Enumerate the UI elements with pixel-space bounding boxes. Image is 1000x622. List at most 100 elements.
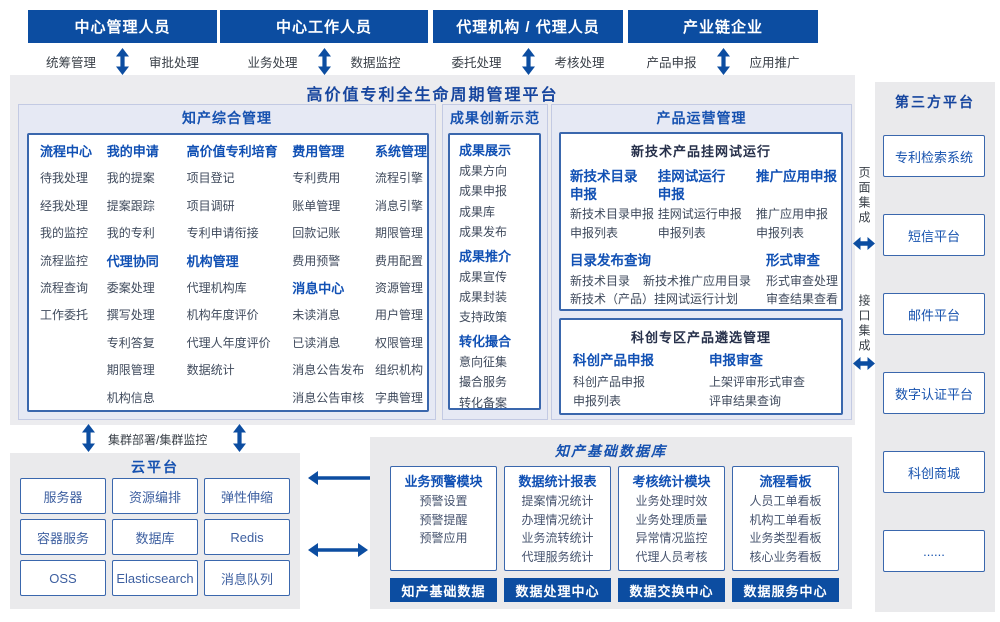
cloud-service: 容器服务 — [20, 519, 106, 555]
menu-item: 成果方向 — [459, 164, 508, 178]
third-party-system: ...... — [883, 530, 985, 572]
db-module-item: 业务处理质量 — [635, 512, 708, 527]
third-party-title: 第三方平台 — [895, 94, 975, 110]
db-module-item: 预警设置 — [419, 494, 468, 508]
menu-item: 回款记账 — [292, 226, 341, 241]
cloud-platform-title: 云平台 — [131, 459, 179, 475]
menu-item: 项目登记 — [186, 171, 235, 186]
section-title: 产品运营管理 — [656, 110, 747, 126]
menu-group-header: 代理协同 — [106, 253, 159, 269]
role-activity-label: 产品申报 — [646, 55, 697, 70]
innovation-box: 成果展示 成果方向 成果申报 成果库 成果发布 成果推介 成果宣传 成果封装 支… — [448, 133, 541, 410]
menu-item: 经我处理 — [40, 198, 89, 213]
menu-column: 科创产品申报 科创产品申报 申报列表 — [573, 348, 709, 410]
menu-item: 新技术目录申报 — [570, 207, 655, 221]
db-module-item: 办理情况统计 — [521, 512, 594, 527]
db-module: 业务预警模块 预警设置 预警提醒 预警应用 — [390, 466, 497, 571]
db-module-item: 核心业务看板 — [749, 549, 822, 564]
db-module-item: 异常情况监控 — [635, 531, 708, 546]
menu-item: 我的提案 — [106, 171, 155, 186]
menu-item: 意向征集 — [459, 354, 508, 369]
cloud-service: Redis — [204, 519, 290, 555]
menu-column: 新技术目录申报 新技术目录申报 申报列表 — [570, 168, 658, 243]
horizontal-double-arrow-icon — [853, 237, 875, 250]
menu-item: 流程引擎 — [374, 171, 423, 186]
cloud-service: 消息队列 — [204, 560, 290, 596]
role-activity-label: 数据监控 — [350, 55, 401, 70]
menu-item: 支持政策 — [459, 310, 508, 325]
role-block-center-managers: 中心管理人员 统筹管理 审批处理 — [28, 10, 217, 76]
db-module-item: 代理人员考核 — [635, 549, 708, 564]
menu-item: 评审结果查询 — [709, 393, 782, 408]
menu-item: 成果发布 — [459, 225, 508, 240]
menu-item: 未读消息 — [292, 308, 341, 323]
third-party-panel: 第三方平台 专利检索系统 短信平台 邮件平台 数字认证平台 科创商城 .....… — [875, 82, 995, 612]
cloud-service: 数据库 — [112, 519, 198, 555]
db-module: 数据统计报表 提案情况统计 办理情况统计 业务流转统计 代理服务统计 — [504, 466, 611, 571]
menu-item: 账单管理 — [292, 198, 341, 213]
db-center-button: 知产基础数据 — [390, 578, 497, 602]
ip-database-title: 知产基础数据库 — [555, 443, 667, 459]
db-center-button: 数据处理中心 — [504, 578, 611, 602]
trial-run-box: 新技术产品挂网试运行 新技术目录申报 新技术目录申报 申报列表 挂网试运行申报 … — [559, 132, 843, 311]
menu-group-header: 高价值专利培育 — [186, 144, 278, 159]
menu-group-header: 流程中心 — [40, 144, 93, 159]
role-header: 产业链企业 — [628, 10, 818, 43]
role-activity-label: 统筹管理 — [45, 55, 96, 70]
menu-item: 申报列表 — [657, 225, 706, 240]
db-module-item: 预警应用 — [419, 531, 468, 546]
ip-management-box: 流程中心 待我处理 经我处理 我的监控 流程监控 流程查询 工作委托 我的申请 … — [27, 133, 429, 412]
menu-group-header: 推广应用申报 — [756, 169, 837, 184]
menu-item: 我的专利 — [106, 226, 155, 241]
section-product-ops: 产品运营管理 新技术产品挂网试运行 新技术目录申报 新技术目录申报 申报列表 挂… — [551, 104, 852, 420]
menu-item: 期限管理 — [374, 226, 423, 241]
section-title: 成果创新示范 — [450, 110, 540, 126]
menu-item: 权限管理 — [374, 335, 423, 350]
menu-item: 新技术（产品）挂网试运行计划 — [570, 292, 739, 307]
vertical-double-arrow-icon — [716, 47, 730, 75]
menu-item: 期限管理 — [106, 363, 155, 378]
db-module-header: 考核统计模块 — [632, 474, 711, 489]
menu-item: 消息公告发布 — [292, 363, 365, 378]
menu-group-header: 挂网试运行申报 — [657, 169, 726, 202]
menu-item: 数据统计 — [186, 363, 235, 378]
vertical-double-arrow-icon — [82, 424, 95, 452]
role-activity-label: 业务处理 — [247, 55, 298, 70]
menu-group-header: 科创产品申报 — [573, 353, 654, 368]
menu-item: 成果库 — [459, 204, 496, 219]
menu-item: 机构年度评价 — [186, 308, 259, 323]
menu-item: 专利申请衔接 — [186, 226, 259, 241]
third-party-system: 数字认证平台 — [883, 372, 985, 414]
role-activity-label: 审批处理 — [149, 55, 200, 70]
menu-group-header: 机构管理 — [186, 253, 239, 269]
cloud-service: 资源编排 — [112, 478, 198, 514]
menu-item: 转化备案 — [459, 395, 508, 410]
db-module-item: 提案情况统计 — [521, 494, 594, 508]
menu-item: 代理机构库 — [186, 281, 247, 296]
menu-group-header: 我的申请 — [106, 144, 159, 159]
menu-item: 撮合服务 — [459, 375, 508, 390]
menu-item: 机构信息 — [106, 390, 155, 405]
role-activity-label: 委托处理 — [451, 55, 502, 70]
left-arrow-icon — [308, 471, 372, 485]
menu-column: 系统管理 流程引擎 消息引擎 期限管理 费用配置 资源管理 用户管理 权限管理 … — [375, 138, 427, 410]
role-header: 中心管理人员 — [28, 10, 217, 43]
third-party-system: 科创商城 — [883, 451, 985, 493]
db-module-column: 考核统计模块 业务处理时效 业务处理质量 异常情况监控 代理人员考核 数据交换中… — [618, 466, 725, 602]
db-module-item: 业务流转统计 — [521, 531, 594, 546]
menu-item: 申报列表 — [570, 225, 619, 240]
menu-column: 挂网试运行申报 挂网试运行申报 申报列表 — [658, 168, 756, 243]
vertical-double-arrow-icon — [116, 47, 129, 75]
platform-panel: 高价值专利全生命周期管理平台 知产综合管理 流程中心 待我处理 经我处理 我的监… — [10, 75, 855, 425]
menu-item: 消息公告审核 — [292, 390, 365, 405]
menu-item: 待我处理 — [40, 171, 89, 186]
menu-item: 委案处理 — [106, 281, 155, 296]
third-party-system: 邮件平台 — [883, 293, 985, 335]
menu-item: 费用预警 — [292, 253, 341, 268]
menu-group-header: 新技术目录申报 — [570, 169, 638, 202]
menu-column: 费用管理 专利费用 账单管理 回款记账 费用预警 消息中心 未读消息 已读消息 … — [292, 138, 375, 410]
menu-item: 字典管理 — [374, 390, 423, 405]
cluster-label: 集群部署/集群监控 — [108, 433, 208, 447]
role-header: 中心工作人员 — [220, 10, 428, 43]
